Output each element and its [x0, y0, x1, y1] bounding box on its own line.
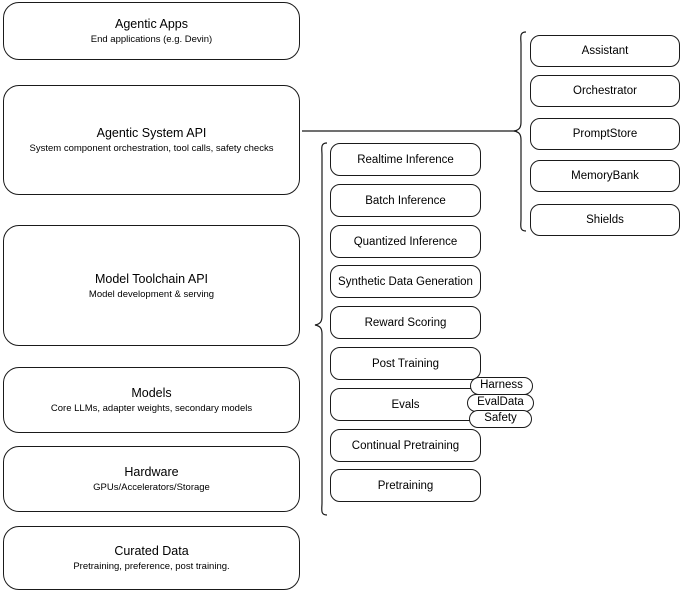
capability-label: Batch Inference	[365, 194, 446, 207]
layer-title: Hardware	[124, 465, 179, 479]
evals-pill-safety[interactable]: Safety	[469, 410, 532, 428]
layer-subtitle: System component orchestration, tool cal…	[29, 143, 274, 154]
layer-title: Agentic Apps	[115, 17, 188, 31]
layer-card-agentic-apps[interactable]: Agentic Apps End applications (e.g. Devi…	[3, 2, 300, 60]
system-component-card-assistant[interactable]: Assistant	[530, 35, 680, 67]
layer-card-curated-data[interactable]: Curated Data Pretraining, preference, po…	[3, 526, 300, 590]
system-component-card-promptstore[interactable]: PromptStore	[530, 118, 680, 150]
capability-label: Realtime Inference	[357, 153, 454, 166]
layer-title: Model Toolchain API	[94, 271, 209, 286]
system-component-label: Assistant	[581, 45, 629, 57]
capability-label: Continual Pretraining	[351, 439, 460, 452]
layer-card-models[interactable]: Models Core LLMs, adapter weights, secon…	[3, 367, 300, 433]
capability-card-quantized-inference[interactable]: Quantized Inference	[330, 225, 481, 258]
system-component-label: Shields	[586, 214, 624, 226]
system-component-card-orchestrator[interactable]: Orchestrator	[530, 75, 680, 107]
capability-card-reward-scoring[interactable]: Reward Scoring	[330, 306, 481, 339]
system-component-label: MemoryBank	[571, 170, 639, 182]
layer-subtitle: Pretraining, preference, post training.	[73, 561, 230, 572]
evals-pill-harness[interactable]: Harness	[470, 377, 533, 395]
evals-pill-label: Safety	[484, 412, 517, 425]
layer-title: Curated Data	[114, 544, 189, 558]
capability-label: Pretraining	[377, 479, 434, 492]
layer-card-agentic-system-api[interactable]: Agentic System API System component orch…	[3, 85, 300, 195]
layer-subtitle: Model development & serving	[88, 288, 215, 300]
capability-card-post-training[interactable]: Post Training	[330, 347, 481, 380]
layer-title: Models	[131, 386, 172, 400]
evals-pill-label: Harness	[480, 379, 523, 392]
bracket-toolchain-capabilities	[314, 142, 328, 516]
capability-card-batch-inference[interactable]: Batch Inference	[330, 184, 481, 217]
layer-subtitle: End applications (e.g. Devin)	[90, 34, 213, 45]
evals-pill-label: EvalData	[477, 396, 524, 409]
bracket-system-components	[513, 31, 527, 232]
capability-label: Reward Scoring	[364, 316, 447, 329]
capability-label: Post Training	[371, 357, 440, 370]
layer-title: Agentic System API	[96, 126, 207, 140]
layer-card-model-toolchain-api[interactable]: Model Toolchain API Model development & …	[3, 225, 300, 346]
capability-label: Synthetic Data Generation	[338, 275, 473, 288]
capability-label: Evals	[391, 398, 420, 411]
capability-label: Quantized Inference	[353, 235, 458, 248]
layer-subtitle: Core LLMs, adapter weights, secondary mo…	[50, 403, 253, 414]
layer-subtitle: GPUs/Accelerators/Storage	[93, 482, 210, 493]
capability-card-evals[interactable]: Evals	[330, 388, 481, 421]
capability-card-continual-pretraining[interactable]: Continual Pretraining	[330, 429, 481, 462]
system-component-card-shields[interactable]: Shields	[530, 204, 680, 236]
capability-card-synthetic-data-generation[interactable]: Synthetic Data Generation	[330, 265, 481, 298]
capability-card-pretraining[interactable]: Pretraining	[330, 469, 481, 502]
capability-card-realtime-inference[interactable]: Realtime Inference	[330, 143, 481, 176]
system-component-label: PromptStore	[572, 128, 638, 140]
system-component-card-memorybank[interactable]: MemoryBank	[530, 160, 680, 192]
layer-card-hardware[interactable]: Hardware GPUs/Accelerators/Storage	[3, 446, 300, 512]
system-component-label: Orchestrator	[573, 85, 637, 97]
